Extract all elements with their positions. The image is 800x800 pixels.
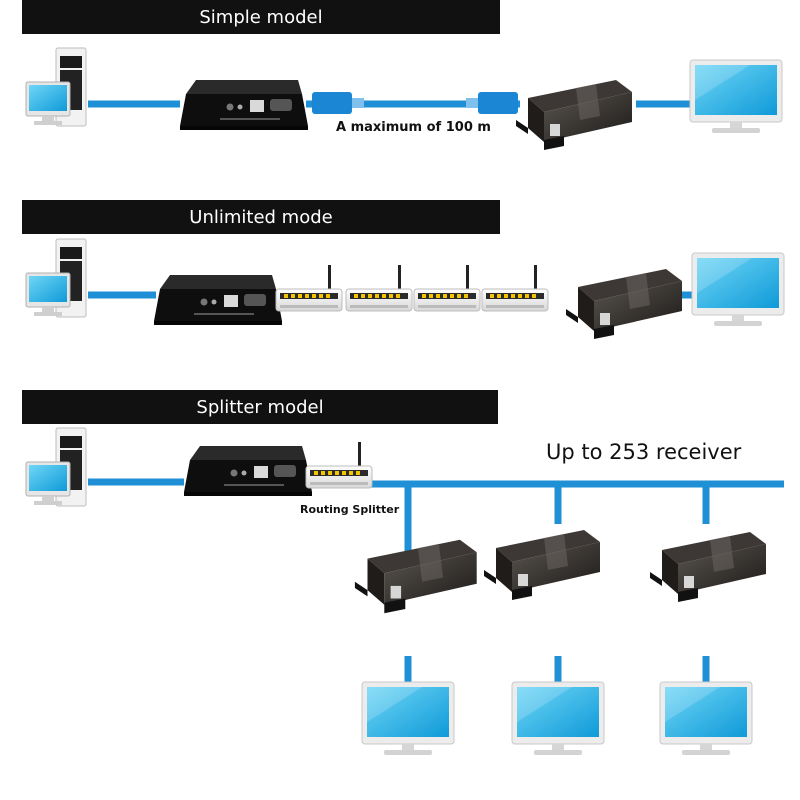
section-banner-unlimited: Unlimited mode [22,200,500,234]
network-switch [275,264,343,312]
display-monitor [511,681,605,756]
network-switch [481,264,549,312]
transmitter [184,446,312,496]
section-banner-splitter: Splitter model [22,390,498,424]
display-monitor [659,681,753,756]
display-monitor [691,252,785,327]
network-switch [345,264,413,312]
rj45-connector-right [466,92,518,114]
network-switch [413,264,481,312]
transmitter [180,80,308,130]
receiver [516,80,632,150]
section-title: Splitter model [196,396,324,418]
computer-source [25,238,87,318]
computer-source [25,427,87,507]
receiver [650,532,766,602]
computer-source [25,47,87,127]
unlimited-mode-diagram [25,238,785,339]
routing-splitter [305,441,373,489]
rj45-connector-left [312,92,364,114]
receiver-count-label: Up to 253 receiver [546,440,742,464]
receiver [484,530,600,600]
receiver [566,269,682,339]
cable-length-label: A maximum of 100 m [336,120,491,135]
display-monitor [689,59,783,134]
transmitter [154,275,282,325]
display-monitor [361,681,455,756]
section-title: Unlimited mode [189,206,333,228]
splitter-label: Routing Splitter [300,503,400,516]
receiver [354,539,477,614]
simple-model-diagram [25,47,783,150]
section-title: Simple model [199,6,323,28]
section-banner-simple: Simple model [22,0,500,34]
splitter-model-diagram [25,427,784,756]
